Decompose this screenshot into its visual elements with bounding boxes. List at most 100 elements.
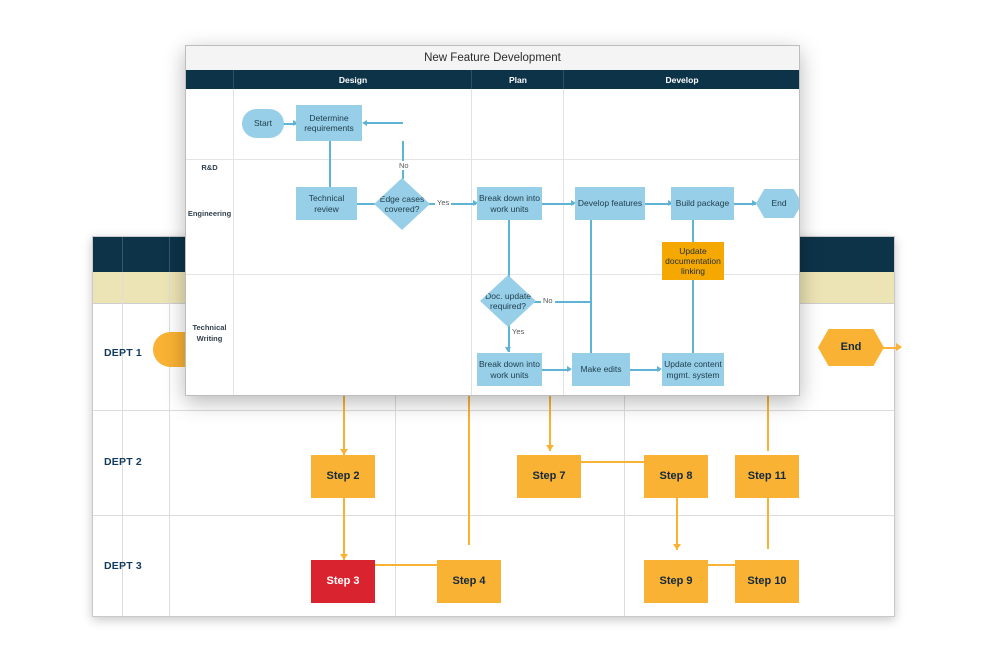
connector-start-to-step2: [343, 367, 345, 455]
arrowhead-to-end: [896, 343, 902, 351]
connector-updatedoc-to-build: [692, 219, 694, 243]
connector-determine-to-review: [329, 139, 331, 192]
edge-label-yes-edgecases: Yes: [435, 198, 452, 207]
connector-to-end: [870, 347, 900, 349]
fg-node-doc-update-required[interactable]: Doc. update required?: [480, 275, 536, 327]
fg-lane-label-tech-writing-line1: Technical: [192, 323, 227, 332]
arrowhead-docupdate-yes: [505, 347, 511, 352]
arrowhead-edgecases-yes: [473, 199, 478, 206]
label-line-1: Break down into: [479, 193, 540, 204]
label-line-2: review: [314, 203, 339, 214]
label-line-3: linking: [680, 266, 706, 276]
lane-label-dept-3: DEPT 3: [104, 560, 142, 572]
column-divider-1-head: [122, 237, 123, 272]
fg-lane-divider-2: [186, 274, 799, 275]
connector-breakdown-to-docupdate: [508, 219, 510, 287]
column-header-blank: [186, 70, 233, 89]
fg-column-divider-1: [233, 89, 234, 395]
arrowhead-start-to-determine: [293, 119, 298, 126]
connector-edgecases-no-riser: [402, 141, 404, 179]
lane-label-dept-1: DEPT 1: [104, 347, 142, 359]
arrowhead-makeedits-to-updatecontent: [657, 365, 662, 372]
label-line-2: covered?: [384, 204, 420, 214]
fg-node-determine-requirements[interactable]: Determine requirements: [296, 105, 362, 141]
fg-node-start[interactable]: Start: [242, 109, 284, 138]
node-step-7[interactable]: Step 7: [517, 455, 581, 498]
arrowhead-step2-to-step3: [340, 554, 348, 560]
connector-build-to-end: [734, 203, 756, 205]
connector-step8-to-step9: [676, 488, 678, 550]
node-step-11[interactable]: Step 11: [735, 455, 799, 498]
connector-step4-riser: [468, 303, 470, 545]
fg-column-divider-2: [471, 89, 472, 395]
column-divider-1: [122, 272, 123, 616]
connector-makeedits-riser: [590, 219, 592, 363]
edge-label-yes-docupdate: Yes: [510, 327, 527, 336]
label-line-2: work units: [490, 203, 529, 214]
node-end[interactable]: End: [818, 329, 884, 366]
label-line-2: mgmt. system: [666, 369, 720, 380]
column-divider-3: [395, 272, 396, 616]
arrowhead-step7-riser: [546, 445, 554, 451]
label-line-1: Update: [679, 245, 707, 256]
connector-step7-to-step8: [581, 461, 661, 463]
node-step-9[interactable]: Step 9: [644, 560, 708, 603]
label-line-2: required?: [490, 301, 526, 311]
column-divider-2-head: [169, 237, 170, 272]
connector-step3-to-step4: [375, 564, 449, 566]
fg-node-update-content-mgmt-system[interactable]: Update content mgmt. system: [662, 353, 724, 386]
label-line-2: work units: [490, 369, 529, 380]
connector-start-to-determine: [272, 123, 296, 125]
fg-lane-label-tech-writing-line2: Writing: [196, 334, 223, 343]
connector-step10-to-step11: [767, 490, 769, 549]
fg-node-update-documentation-linking[interactable]: Update documentation linking: [662, 242, 724, 280]
connector-makeedits-to-updatecontent: [615, 369, 660, 371]
arrowhead-breakdowntw-to-makeedits: [567, 365, 572, 372]
fg-node-technical-review[interactable]: Technical review: [296, 187, 357, 220]
arrowhead-edgecases-no-return: [362, 119, 367, 126]
fg-node-make-edits[interactable]: Make edits: [572, 353, 630, 386]
fg-node-develop-features[interactable]: Develop features: [575, 187, 645, 220]
fg-column-divider-3: [563, 89, 564, 395]
label-line-1: Doc. update: [485, 290, 531, 301]
connector-develop-to-build: [645, 203, 671, 205]
label-line-1: Edge cases: [379, 193, 425, 204]
lane-divider-2: [93, 515, 894, 516]
fg-node-break-down-work-units-tech-writing[interactable]: Break down into work units: [477, 353, 542, 386]
lane-label-dept-2: DEPT 2: [104, 456, 142, 468]
fg-node-edge-cases-covered[interactable]: Edge cases covered?: [374, 178, 430, 230]
connector-docupdate-yes: [508, 320, 510, 352]
connector-docupdate-no: [530, 301, 591, 303]
connector-review-to-edgecases: [353, 203, 381, 205]
arrowhead-step8-to-step9: [673, 544, 681, 550]
node-step-3[interactable]: Step 3: [311, 560, 375, 603]
connector-breakdowntw-to-makeedits: [542, 369, 570, 371]
arrowhead-develop-to-build: [668, 199, 673, 206]
lane-divider-1: [93, 410, 894, 411]
connector-breakdown-to-develop: [542, 203, 574, 205]
label-line-2: requirements: [304, 123, 354, 133]
fg-node-end[interactable]: End: [756, 189, 799, 218]
column-header-design: Design: [233, 70, 472, 89]
connector-edgecases-no-return: [364, 122, 403, 124]
node-step-2[interactable]: Step 2: [311, 455, 375, 498]
edge-label-no-docupdate: No: [541, 296, 555, 305]
column-header-plan: Plan: [471, 70, 564, 89]
node-step-8[interactable]: Step 8: [644, 455, 708, 498]
flowchart-title: New Feature Development: [186, 46, 799, 70]
connector-updatecontent-to-updatedoc: [692, 268, 694, 363]
arrowhead-breakdown-to-develop: [571, 199, 576, 206]
node-step-10[interactable]: Step 10: [735, 560, 799, 603]
column-header-develop: Develop: [563, 70, 799, 89]
fg-lane-divider-1: [186, 159, 799, 160]
fg-node-build-package[interactable]: Build package: [671, 187, 734, 220]
arrowhead-start-to-step2: [340, 449, 348, 455]
column-divider-2: [169, 272, 170, 616]
label-line-1: Update content: [664, 359, 722, 370]
column-divider-4: [624, 272, 625, 616]
node-step-4[interactable]: Step 4: [437, 560, 501, 603]
fg-node-break-down-work-units-engineering[interactable]: Break down into work units: [477, 187, 542, 220]
new-feature-development-card[interactable]: New Feature Development Design Plan Deve…: [185, 45, 800, 396]
label-line-1: Technical: [308, 193, 345, 204]
fg-lane-label-engineering: Engineering: [187, 209, 232, 218]
